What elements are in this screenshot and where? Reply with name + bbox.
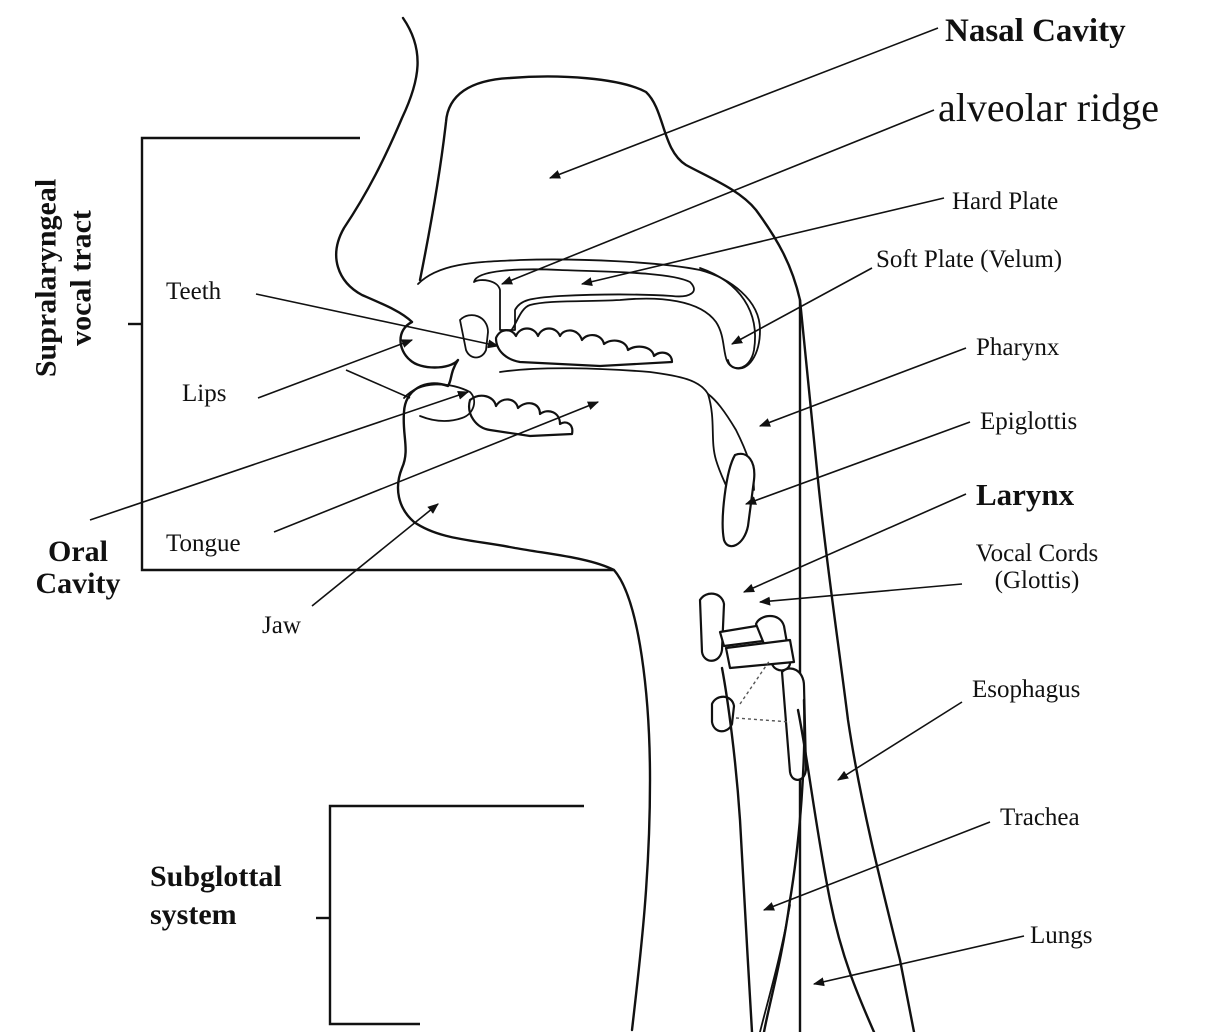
label-lips: Lips [182,380,226,407]
leader-oral-cavity [90,392,468,520]
label-subglottal-line2: system [150,896,282,934]
label-pharynx: Pharynx [976,334,1059,361]
upper-teeth [496,329,672,367]
label-alveolar-ridge: alveolar ridge [938,86,1159,129]
label-soft-plate: Soft Plate (Velum) [876,246,1062,273]
pharynx-back-wall [800,300,914,1032]
label-tongue: Tongue [166,530,241,557]
label-lungs: Lungs [1030,922,1093,949]
lower-teeth [469,396,572,436]
leader-esophagus [838,702,962,780]
upper-incisor [460,315,488,357]
label-jaw: Jaw [262,612,301,639]
subglottal-bracket [330,806,584,1024]
face-profile-outline [336,18,650,1030]
lower-lip [404,384,474,421]
label-oral-cavity: Oral Cavity [22,536,134,601]
leader-larynx [744,494,966,592]
label-oral-cavity-line1: Oral [22,536,134,568]
label-vocal-cords-line2: (Glottis) [962,567,1112,594]
label-subglottal-system: Subglottal system [150,858,282,933]
epiglottis-shape [723,454,755,546]
label-supra-line2: vocal tract [64,179,99,377]
label-oral-cavity-line2: Cavity [22,568,134,600]
soft-palate-velum [700,268,755,368]
label-epiglottis: Epiglottis [980,408,1077,435]
label-trachea: Trachea [1000,804,1080,831]
thyroid-cartilage [700,594,724,661]
label-nasal-cavity: Nasal Cavity [945,14,1126,50]
label-supralaryngeal-vocal-tract: Supralaryngeal vocal tract [29,179,100,377]
label-supra-line1: Supralaryngeal [29,179,64,377]
label-larynx: Larynx [976,478,1074,511]
label-vocal-cords-line1: Vocal Cords [962,540,1112,567]
lung-branch [760,905,790,1032]
label-subglottal-line1: Subglottal [150,858,282,896]
label-vocal-cords: Vocal Cords (Glottis) [962,540,1112,594]
label-esophagus: Esophagus [972,676,1080,703]
leader-epiglottis [746,422,970,504]
label-hard-plate: Hard Plate [952,188,1058,215]
leader-alveolar-ridge [502,110,934,284]
leader-vocal-cords [760,584,962,602]
leader-lips-lower [346,370,410,398]
leader-tongue [274,402,598,532]
leader-pharynx [760,348,966,426]
leader-nasal-cavity [550,28,938,178]
label-teeth: Teeth [166,278,221,305]
leader-jaw [312,504,438,606]
